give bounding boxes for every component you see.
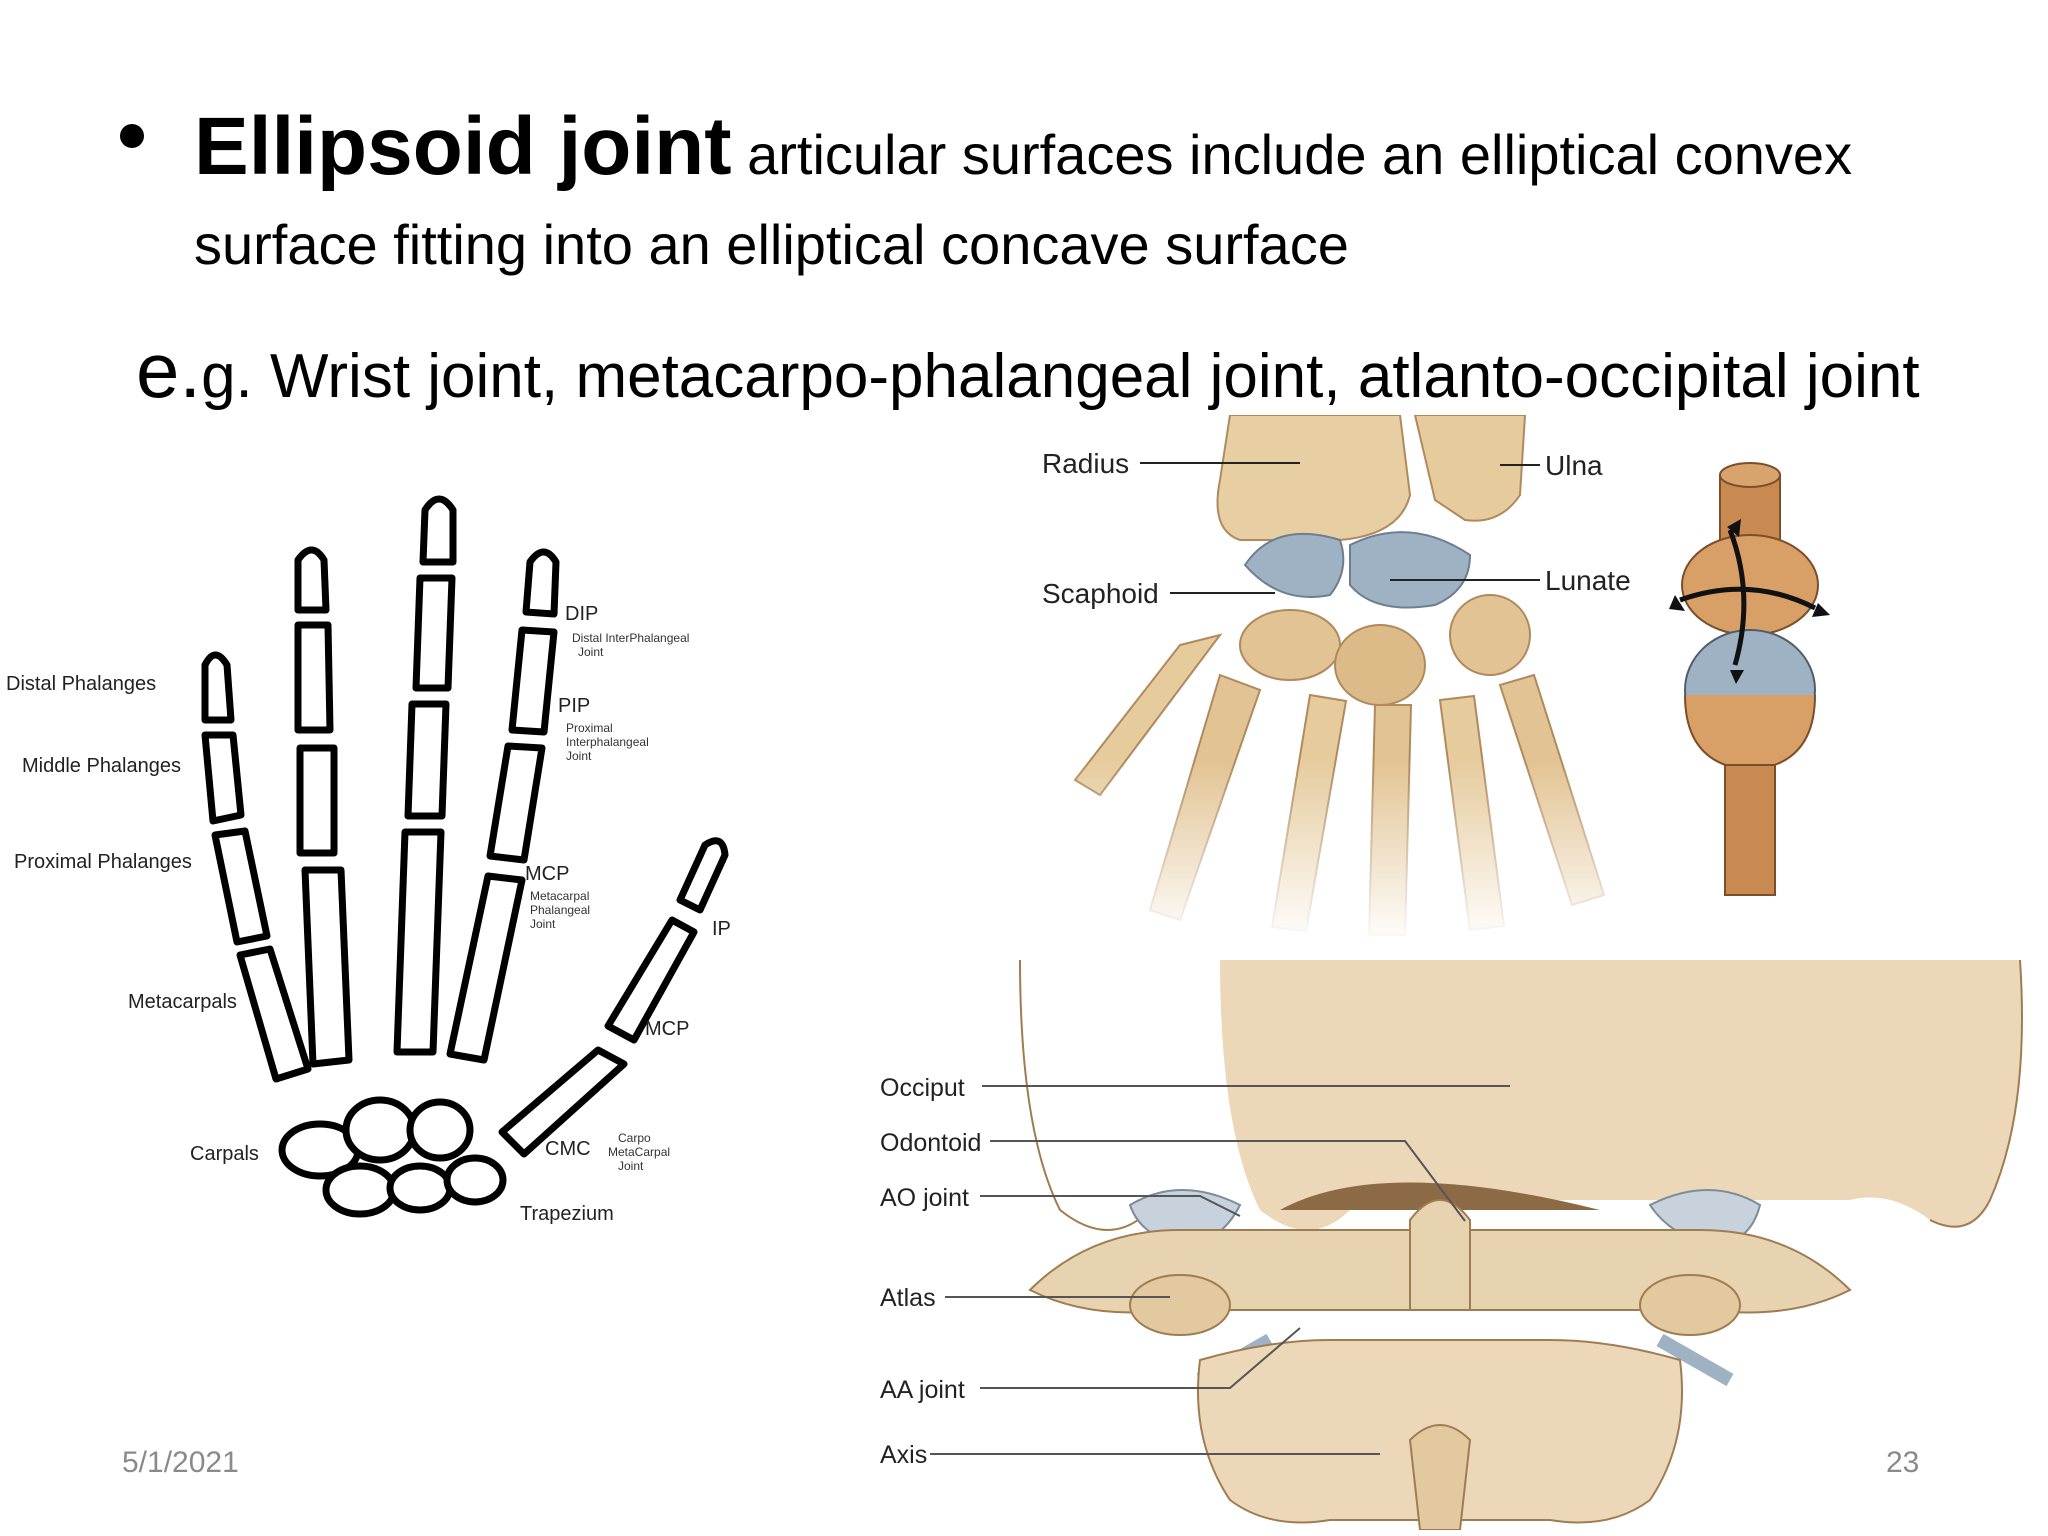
label-mcp-full-3: Joint (530, 917, 556, 931)
term-definition: articular surfaces include an elliptical… (194, 123, 1853, 276)
label-mcp-finger: MCP (525, 863, 569, 885)
label-pip-full-2: Interphalangeal (566, 735, 649, 749)
label-ulna: Ulna (1545, 450, 1603, 481)
label-pip: PIP (558, 695, 590, 717)
atlanto-occipital-diagram: Occiput Odontoid AO joint Atlas AA joint… (870, 960, 2030, 1530)
label-dip-full-1: Distal InterPhalangeal (572, 631, 689, 645)
label-metacarpals: Metacarpals (128, 991, 237, 1013)
label-ip: IP (712, 918, 731, 940)
label-dip: DIP (565, 603, 598, 625)
bullet-dot-icon (120, 124, 144, 148)
label-cmc-full-1: Carpo (618, 1131, 651, 1145)
label-carpals: Carpals (190, 1143, 259, 1165)
label-dip-full-2: Joint (578, 645, 604, 659)
example-body: g. Wrist joint, metacarpo-phalangeal joi… (201, 342, 1920, 411)
label-odontoid: Odontoid (880, 1129, 981, 1157)
label-mcp-thumb: MCP (645, 1018, 689, 1040)
label-proximal-phalanges: Proximal Phalanges (14, 851, 192, 873)
label-atlas: Atlas (880, 1284, 936, 1312)
label-pip-full-3: Joint (566, 749, 592, 763)
label-pip-full-1: Proximal (566, 721, 613, 735)
hand-skeleton-diagram: Distal Phalanges Middle Phalanges Proxim… (0, 490, 760, 1250)
label-radius: Radius (1042, 448, 1129, 479)
label-axis: Axis (880, 1441, 927, 1469)
label-cmc-full-2: MetaCarpal (608, 1145, 670, 1159)
wrist-joint-diagram: Radius Ulna Scaphoid Lunate (1030, 415, 2040, 945)
label-mcp-full-1: Metacarpal (530, 889, 589, 903)
label-lunate: Lunate (1545, 565, 1631, 596)
label-middle-phalanges: Middle Phalanges (22, 755, 181, 777)
label-distal-phalanges: Distal Phalanges (6, 673, 156, 695)
label-aa-joint: AA joint (880, 1376, 965, 1404)
footer-date: 5/1/2021 (122, 1446, 239, 1479)
label-trapezium: Trapezium (520, 1203, 614, 1225)
page-number: 23 (1886, 1446, 1920, 1479)
example-lead: e. (136, 326, 202, 414)
label-occiput: Occiput (880, 1074, 965, 1102)
bullet-text: Ellipsoid joint articular surfaces inclu… (194, 102, 1994, 290)
label-ao-joint: AO joint (880, 1184, 969, 1212)
example-text: e.g. Wrist joint, metacarpo-phalangeal j… (136, 326, 1936, 421)
term-heading: Ellipsoid joint (194, 101, 732, 192)
label-cmc-full-3: Joint (618, 1159, 644, 1173)
label-mcp-full-2: Phalangeal (530, 903, 590, 917)
label-scaphoid: Scaphoid (1042, 578, 1159, 609)
label-cmc: CMC (545, 1138, 591, 1160)
